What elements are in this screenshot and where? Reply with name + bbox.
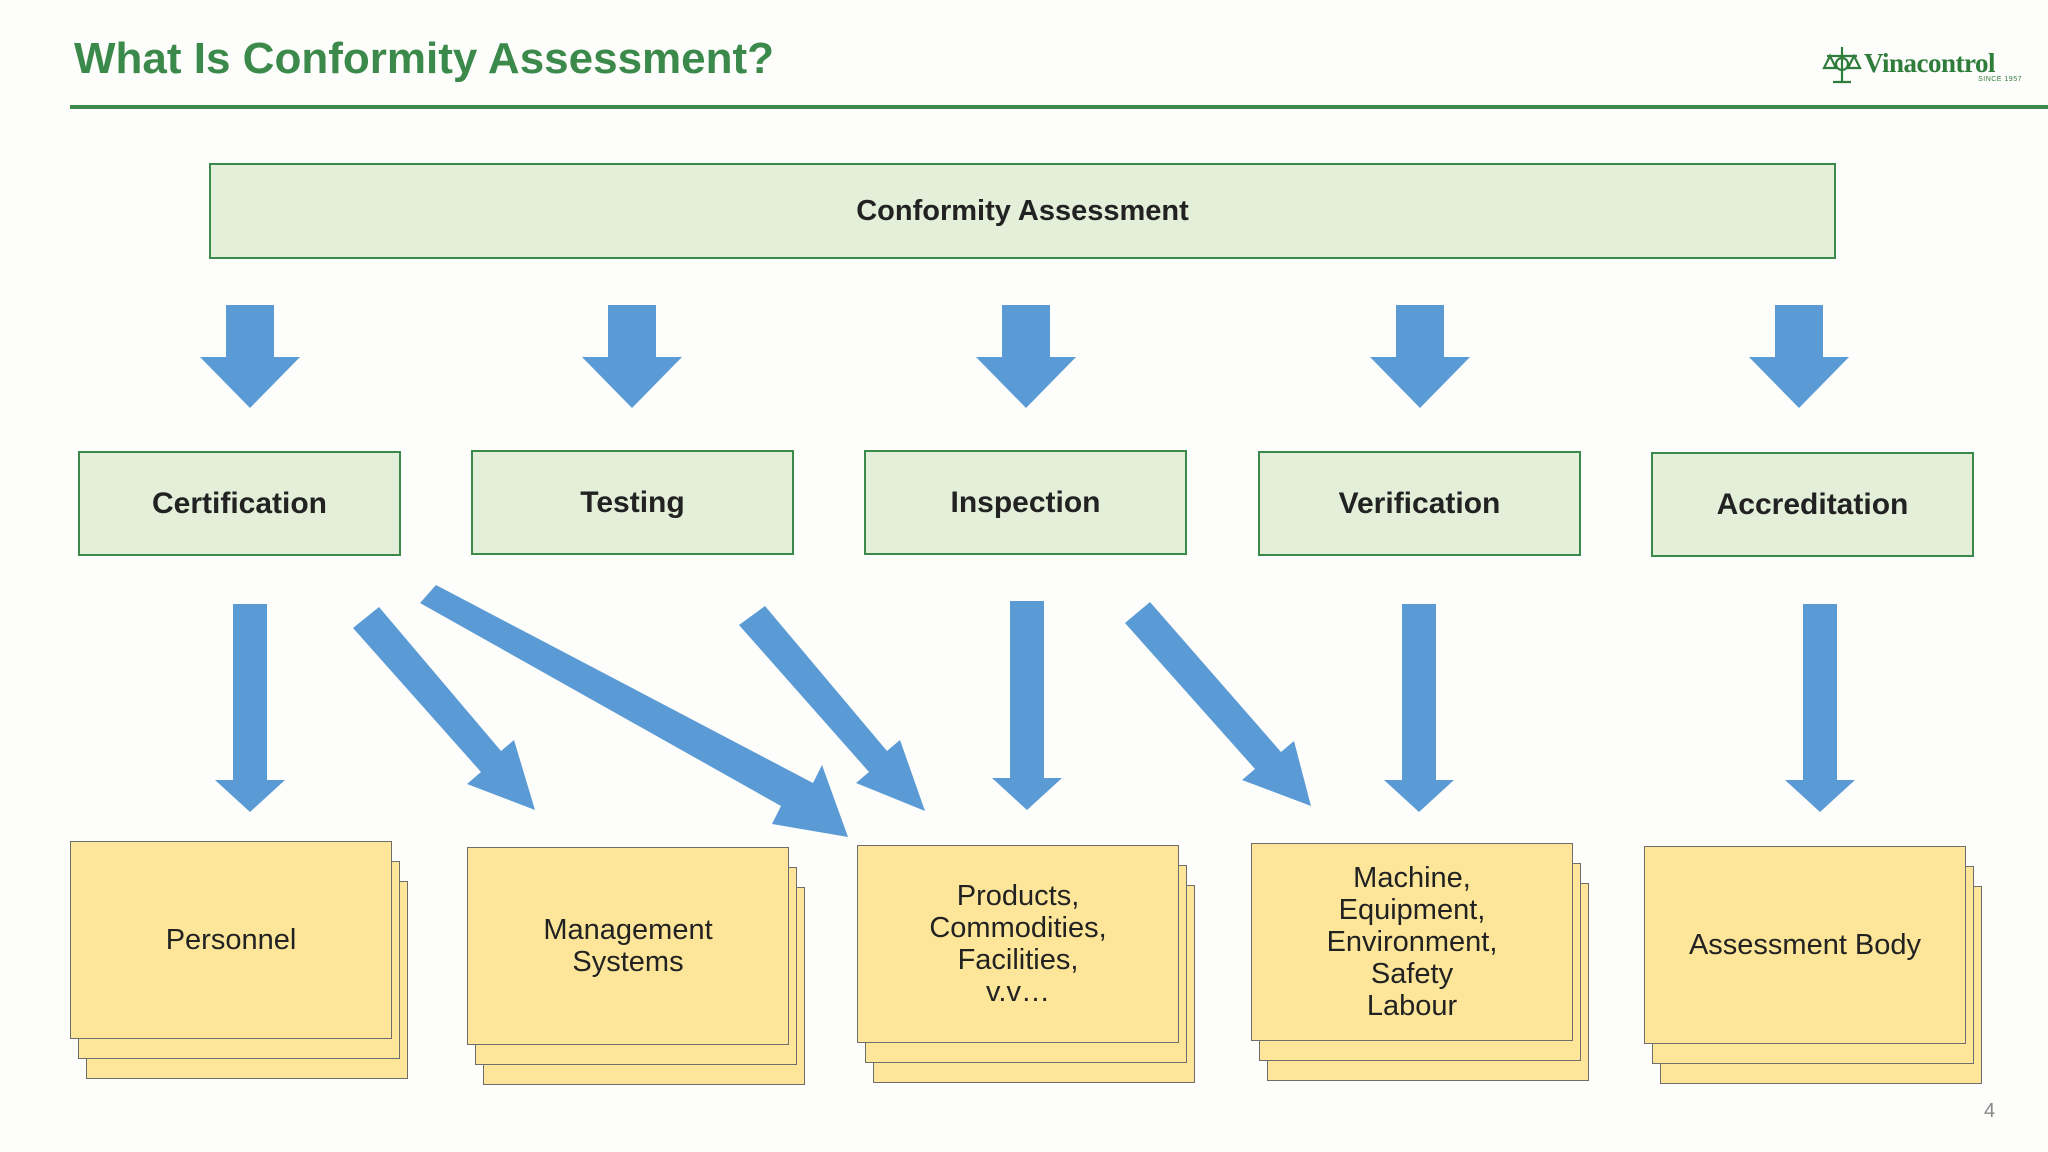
object-label: Management Systems <box>543 914 713 978</box>
arrow-root-to-verification <box>1370 305 1470 408</box>
logo-tagline: SINCE 1957 <box>1978 76 2022 83</box>
card-front: Personnel <box>70 841 392 1039</box>
activity-label: Accreditation <box>1716 487 1909 521</box>
arrow-inspection-to-machine-equipment <box>1125 602 1311 806</box>
arrow-certification-to-products <box>420 585 848 837</box>
object-machine-equipment: Machine, Equipment, Environment, Safety … <box>1251 843 1589 1083</box>
scales-icon <box>1822 47 1862 84</box>
activity-verification: Verification <box>1258 451 1581 556</box>
activity-label: Certification <box>151 486 328 520</box>
activity-accreditation: Accreditation <box>1651 452 1974 557</box>
card-front: Products, Commodities, Facilities, v.v… <box>857 845 1179 1043</box>
page-number: 4 <box>1984 1100 1996 1122</box>
activity-label: Verification <box>1338 486 1501 520</box>
activity-label: Testing <box>580 485 685 519</box>
arrow-root-to-accreditation <box>1749 305 1849 408</box>
logo-wordmark: Vinacontrol <box>1864 48 1996 78</box>
arrow-accreditation-to-assessment-body <box>1785 604 1855 812</box>
root-box: Conformity Assessment <box>209 163 1836 259</box>
arrow-certification-to-personnel <box>215 604 285 812</box>
object-label: Products, Commodities, Facilities, v.v… <box>929 880 1107 1008</box>
arrow-root-to-inspection <box>976 305 1076 408</box>
object-products: Products, Commodities, Facilities, v.v… <box>857 845 1195 1085</box>
object-assessment-body: Assessment Body <box>1644 846 1982 1086</box>
arrow-verification-to-machine-equipment <box>1384 604 1454 812</box>
arrow-certification-to-management-systems <box>353 607 535 810</box>
object-label: Machine, Equipment, Environment, Safety … <box>1326 862 1498 1022</box>
arrow-testing-to-products <box>739 606 925 811</box>
card-front: Machine, Equipment, Environment, Safety … <box>1251 843 1573 1041</box>
activity-label: Inspection <box>950 485 1101 519</box>
object-management-systems: Management Systems <box>467 847 805 1087</box>
card-front: Assessment Body <box>1644 846 1966 1044</box>
title-divider <box>70 105 2048 109</box>
object-label: Assessment Body <box>1688 929 1922 961</box>
vinacontrol-logo: Vinacontrol SINCE 1957 <box>1822 44 2022 88</box>
activity-testing: Testing <box>471 450 794 555</box>
card-front: Management Systems <box>467 847 789 1045</box>
activity-inspection: Inspection <box>864 450 1187 555</box>
activity-certification: Certification <box>78 451 401 556</box>
object-personnel: Personnel <box>70 841 408 1081</box>
arrow-root-to-testing <box>582 305 682 408</box>
root-label: Conformity Assessment <box>856 194 1189 227</box>
object-label: Personnel <box>165 924 297 956</box>
arrow-root-to-certification <box>200 305 300 408</box>
slide-title: What Is Conformity Assessment? <box>74 34 775 83</box>
arrow-inspection-to-products <box>992 601 1062 810</box>
